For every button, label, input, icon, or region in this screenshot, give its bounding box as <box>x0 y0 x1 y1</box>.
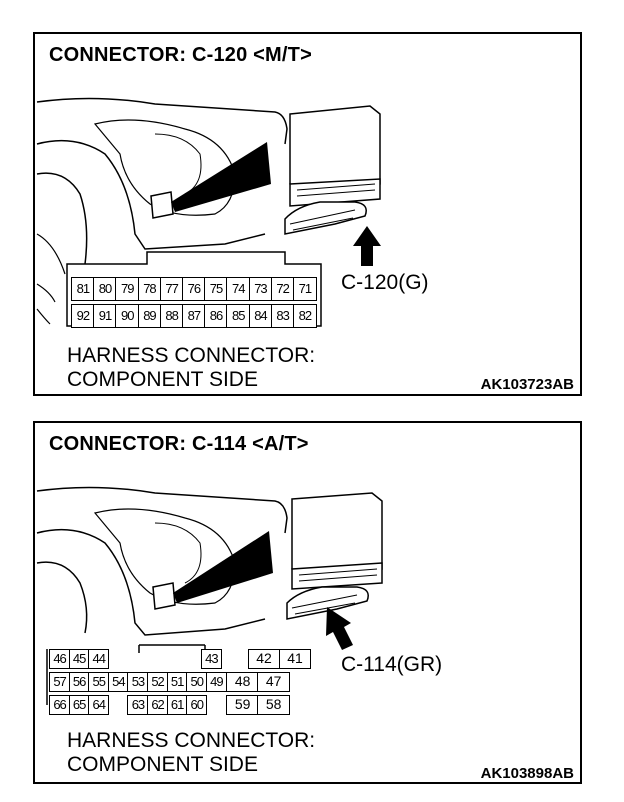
connector-pin: 82 <box>293 304 317 328</box>
connector-pin: 77 <box>159 277 184 301</box>
connector-pin: 71 <box>293 277 317 301</box>
connector-pin: 84 <box>248 304 273 328</box>
dashboard-illustration <box>36 97 381 327</box>
connector-pin: 51 <box>166 672 188 692</box>
connector-pin: 76 <box>182 277 206 301</box>
connector-pin: 80 <box>93 277 117 301</box>
connector-pin: 66 <box>49 695 71 715</box>
harness-caption: HARNESS CONNECTOR: COMPONENT SIDE <box>67 344 315 392</box>
connector-pin: 78 <box>137 277 162 301</box>
connector-pin: 47 <box>257 672 290 692</box>
component-side-line: COMPONENT SIDE <box>67 753 258 776</box>
connector-pin: 46 <box>49 649 71 669</box>
connector-pin: 91 <box>93 304 117 328</box>
connector-pin: 63 <box>127 695 149 715</box>
connector-pin: 62 <box>147 695 169 715</box>
connector-pin: 42 <box>247 649 281 669</box>
connector-pin: 75 <box>204 277 228 301</box>
connector-pin: 43 <box>200 649 222 669</box>
connector-pin: 81 <box>71 277 95 301</box>
connector-label: C-120(G) <box>341 271 429 294</box>
panel-title: CONNECTOR: C-114 <A/T> <box>49 433 309 455</box>
figure-code: AK103898AB <box>480 765 574 782</box>
connector-pin: 56 <box>68 672 90 692</box>
connector-pin: 83 <box>270 304 295 328</box>
harness-line: HARNESS CONNECTOR: <box>67 729 316 752</box>
connector-pin: 74 <box>226 277 251 301</box>
connector-pin: 79 <box>115 277 140 301</box>
connector-pin: 73 <box>248 277 273 301</box>
connector-pin: 90 <box>115 304 140 328</box>
connector-pin: 41 <box>278 649 312 669</box>
connector-pin: 65 <box>68 695 90 715</box>
connector-pin: 54 <box>107 672 129 692</box>
connector-pin: 87 <box>182 304 206 328</box>
connector-pin: 89 <box>137 304 162 328</box>
connector-pin: 52 <box>147 672 169 692</box>
connector-pin: 57 <box>49 672 71 692</box>
component-side-line: COMPONENT SIDE <box>67 368 258 391</box>
connector-pin: 59 <box>226 695 259 715</box>
connector-pin: 55 <box>88 672 110 692</box>
connector-pin: 88 <box>159 304 184 328</box>
connector-pin: 60 <box>186 695 208 715</box>
connector-pin: 61 <box>166 695 188 715</box>
connector-pin: 64 <box>88 695 110 715</box>
figure-code: AK103723AB <box>480 376 574 393</box>
connector-pin: 44 <box>88 649 110 669</box>
connector-pin: 85 <box>226 304 251 328</box>
connector-pin: 92 <box>71 304 95 328</box>
harness-line: HARNESS CONNECTOR: <box>67 344 316 367</box>
harness-caption: HARNESS CONNECTOR: COMPONENT SIDE <box>67 729 315 777</box>
connector-pin: 45 <box>68 649 90 669</box>
connector-label: C-114(GR) <box>341 653 443 676</box>
panel-title: CONNECTOR: C-120 <M/T> <box>49 44 312 66</box>
dashboard-illustration <box>36 486 383 705</box>
connector-pin: 58 <box>257 695 290 715</box>
connector-pin: 50 <box>186 672 208 692</box>
connector-pin: 48 <box>226 672 259 692</box>
connector-pin: 49 <box>205 672 227 692</box>
connector-pin: 53 <box>127 672 149 692</box>
connector-pin: 72 <box>270 277 295 301</box>
connector-pin: 86 <box>204 304 228 328</box>
